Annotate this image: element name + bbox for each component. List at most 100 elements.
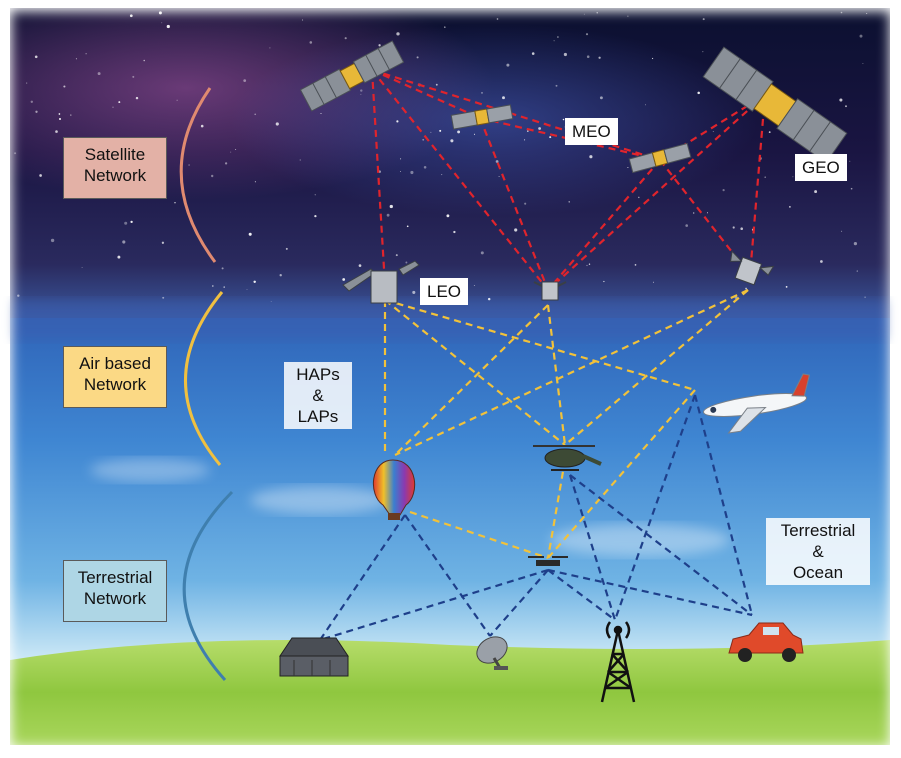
star: [596, 12, 598, 14]
star: [39, 174, 42, 177]
star: [553, 40, 555, 42]
cloud: [90, 458, 210, 482]
star: [487, 297, 491, 301]
star: [302, 19, 304, 21]
star: [514, 228, 518, 232]
star: [275, 122, 279, 126]
star: [314, 214, 317, 218]
star: [400, 158, 402, 160]
building-icon: [279, 637, 349, 677]
star: [627, 15, 629, 17]
star: [320, 113, 322, 114]
star: [745, 287, 748, 290]
star: [527, 130, 529, 132]
terr-line2: &: [812, 542, 824, 561]
star: [457, 130, 461, 134]
star: [422, 138, 425, 141]
star: [360, 93, 362, 95]
drone-icon: [528, 556, 568, 566]
geo-label: GEO: [795, 154, 847, 181]
star: [697, 91, 700, 95]
satellite-icon: [702, 46, 848, 164]
star: [30, 100, 33, 104]
star: [864, 296, 866, 299]
star: [235, 148, 237, 151]
star: [124, 221, 128, 225]
star: [702, 18, 705, 21]
star: [453, 230, 456, 234]
star: [638, 196, 640, 199]
haps-line3: LAPs: [297, 407, 339, 426]
star: [549, 136, 552, 139]
star: [439, 129, 442, 132]
haps-line1: HAPs: [296, 365, 340, 384]
star: [129, 14, 133, 18]
star: [360, 89, 363, 92]
cloud: [250, 486, 390, 514]
star: [556, 36, 559, 38]
star: [480, 251, 484, 255]
star: [603, 280, 605, 283]
star: [423, 166, 427, 169]
star: [309, 41, 313, 44]
terr-line3: Ocean: [792, 563, 844, 582]
star: [524, 202, 527, 205]
star: [75, 58, 77, 60]
dish-antenna-icon: [476, 636, 508, 670]
star: [279, 274, 282, 277]
star: [17, 294, 20, 297]
satellite-network-line2: Network: [83, 166, 147, 185]
star: [859, 34, 863, 38]
star: [481, 92, 483, 94]
star: [269, 47, 271, 49]
terrestrial-bracket: [182, 490, 234, 681]
terrestrial-network-line2: Network: [83, 589, 147, 608]
star: [450, 139, 454, 143]
star: [568, 201, 570, 203]
star: [396, 32, 400, 36]
star: [444, 26, 446, 28]
star: [342, 278, 346, 281]
star: [538, 127, 541, 130]
satellite-icon: [299, 40, 405, 112]
ground-links: [319, 394, 754, 642]
star: [386, 213, 390, 217]
star: [254, 181, 256, 183]
star: [248, 232, 252, 236]
star: [841, 230, 843, 232]
star: [35, 110, 38, 113]
star: [34, 55, 38, 59]
star: [143, 59, 145, 62]
star: [496, 18, 499, 20]
star: [849, 160, 851, 162]
star: [223, 286, 225, 288]
star: [732, 226, 735, 229]
star: [588, 263, 591, 265]
air-links: [383, 289, 749, 560]
star: [785, 286, 788, 288]
star: [845, 105, 847, 108]
star: [645, 104, 647, 106]
star: [117, 255, 121, 259]
star: [814, 190, 818, 194]
star: [58, 113, 61, 115]
star: [395, 254, 398, 257]
air-bracket: [184, 291, 224, 466]
air-network-line2: Network: [83, 375, 147, 394]
star: [473, 133, 476, 135]
star: [58, 117, 62, 121]
star: [531, 52, 535, 55]
airplane-icon: [702, 373, 810, 434]
star: [135, 96, 139, 100]
star: [112, 106, 114, 108]
star: [853, 241, 858, 246]
star: [862, 62, 864, 65]
star: [693, 212, 695, 214]
satellite-icon: [533, 281, 567, 301]
star: [840, 11, 843, 14]
star: [211, 174, 214, 178]
star: [254, 113, 257, 116]
star: [378, 44, 381, 47]
star: [866, 12, 868, 15]
satellite-icon: [342, 260, 420, 304]
